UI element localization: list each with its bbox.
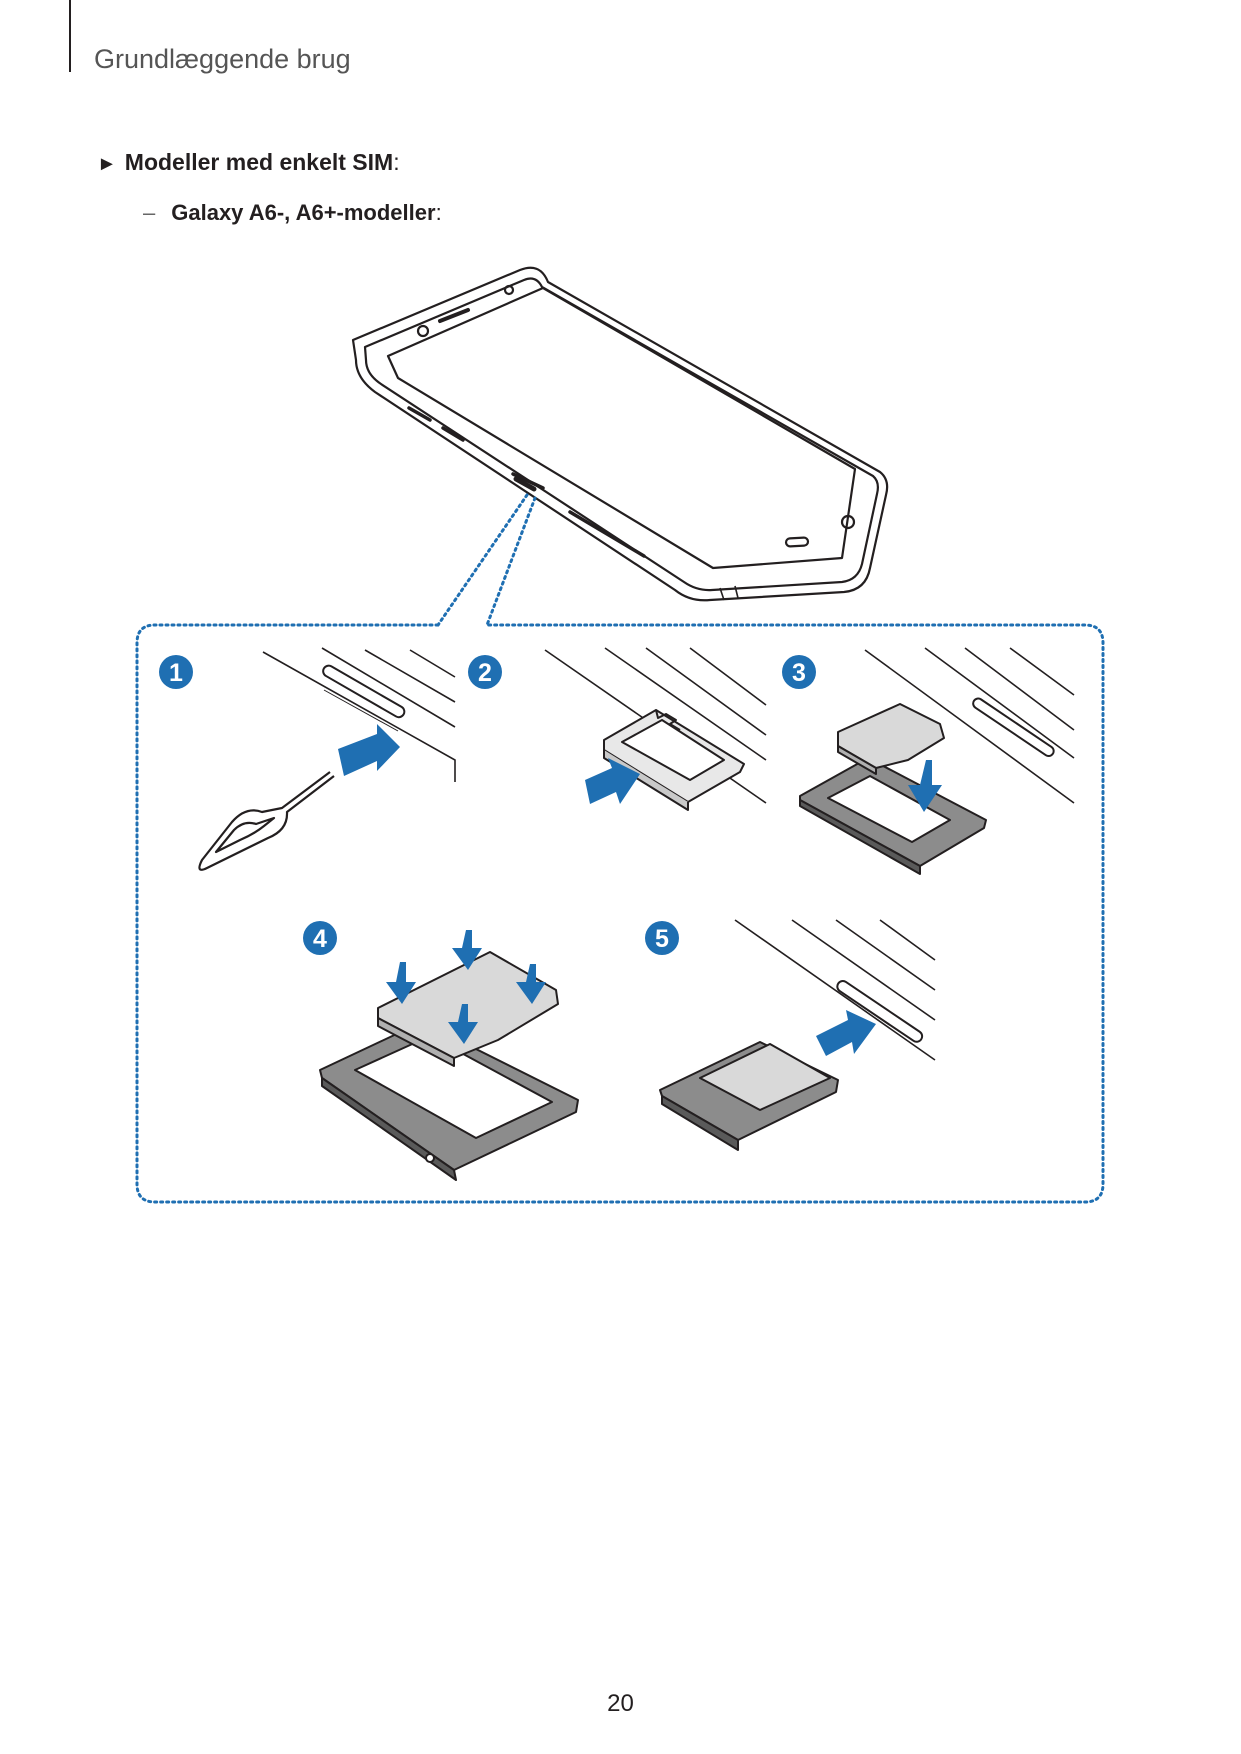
- header-rule: [69, 0, 71, 72]
- step-2-panel: [544, 647, 767, 811]
- sim-tray-inserting: [659, 1041, 839, 1151]
- down-arrow-icon: [908, 760, 942, 812]
- step-4-panel: [319, 930, 579, 1181]
- step-3-panel: [799, 647, 1075, 875]
- step-1-number: 1: [169, 659, 183, 687]
- press-arrows-icon: [386, 930, 546, 1044]
- step-1-panel: [198, 647, 456, 871]
- step-3-number: 3: [792, 659, 806, 687]
- step-2-badge: 2: [468, 655, 502, 689]
- step-3-badge: 3: [782, 655, 816, 689]
- chapter-title: Grundlæggende brug: [94, 44, 351, 74]
- phone-illustration: [351, 266, 889, 602]
- push-arrow-icon: [338, 724, 400, 776]
- bullet-arrow-icon: ►: [97, 153, 117, 175]
- section-heading: ► Modeller med enkelt SIM:: [97, 149, 400, 176]
- page-number: 20: [607, 1690, 634, 1717]
- subheading-colon: :: [435, 200, 442, 225]
- sim-tray-extended: [603, 709, 745, 811]
- step-5-badge: 5: [645, 921, 679, 955]
- step-5-number: 5: [655, 925, 669, 953]
- sim-tray-with-card: [319, 1021, 579, 1181]
- callout-frame: [135, 493, 1105, 1204]
- step-2-number: 2: [478, 659, 492, 687]
- ejection-pin-icon: [198, 771, 335, 871]
- step-4-badge: 4: [303, 921, 337, 955]
- step-5-panel: [659, 919, 936, 1151]
- subheading-text: Galaxy A6-, A6+-modeller: [171, 200, 436, 225]
- subheading: –Galaxy A6-, A6+-modeller:: [143, 200, 442, 226]
- front-camera-icon: [416, 324, 430, 338]
- sim-card: [837, 703, 945, 775]
- section-heading-text: Modeller med enkelt SIM: [124, 149, 394, 175]
- sim-tray-open: [799, 757, 987, 875]
- step-1-badge: 1: [159, 655, 193, 689]
- insert-arrow-icon: [816, 1010, 876, 1056]
- subheading-dash: –: [143, 200, 156, 225]
- step-4-number: 4: [313, 925, 327, 953]
- section-heading-colon: :: [393, 149, 400, 175]
- pull-arrow-icon: [585, 758, 640, 804]
